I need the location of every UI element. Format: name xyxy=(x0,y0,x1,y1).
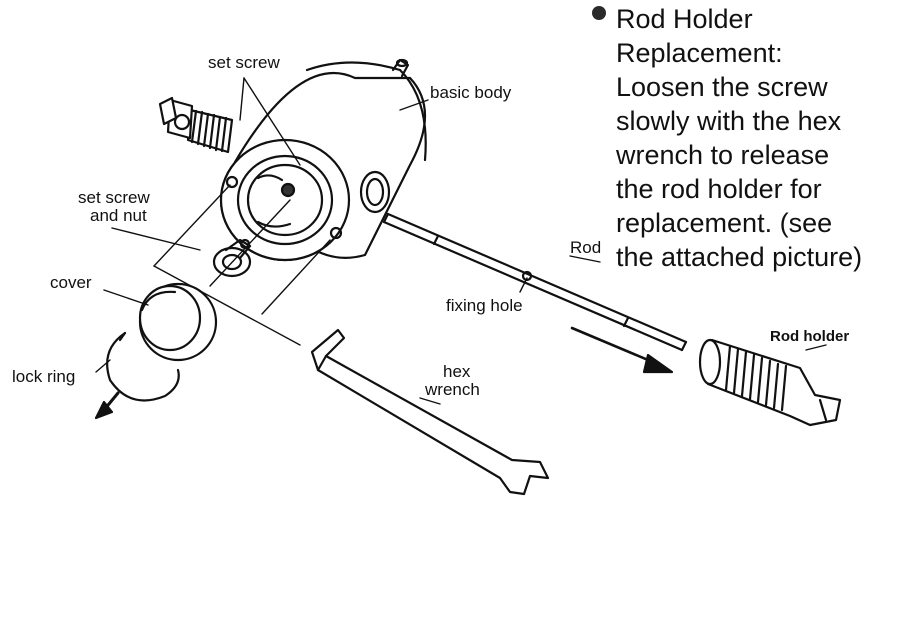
rod-part xyxy=(382,212,688,352)
bullet-icon xyxy=(592,6,606,20)
instruction-line: Replacement: xyxy=(616,38,783,68)
threaded-nozzle-part xyxy=(158,96,234,154)
instruction-line: Loosen the screw xyxy=(616,72,828,102)
instruction-line: the attached picture) xyxy=(616,242,863,272)
set-screw-and-nut-label-line2: and nut xyxy=(90,206,147,225)
cover-part xyxy=(138,282,218,362)
set-screw-and-nut-label-line1: set screw xyxy=(78,188,150,207)
basic-body-part xyxy=(219,58,427,262)
rod-holder-part xyxy=(698,338,842,427)
hex-wrench-label-line1: hex xyxy=(443,362,471,381)
instruction-line: slowly with the hex xyxy=(616,106,842,136)
instruction-line: wrench to release xyxy=(616,140,830,170)
instruction-line: replacement. (see xyxy=(616,208,833,238)
hex-wrench-label-line2: wrench xyxy=(425,380,480,399)
instruction-line: Rod Holder xyxy=(616,4,753,34)
set-screw-label: set screw xyxy=(208,53,280,72)
rod-holder-label: Rod holder xyxy=(770,328,850,345)
rod-label: Rod xyxy=(570,238,602,257)
fixing-hole-label: fixing hole xyxy=(446,296,523,315)
leader-lines xyxy=(95,77,827,405)
lock-ring-label: lock ring xyxy=(12,367,76,386)
cover-label: cover xyxy=(50,273,92,292)
hex-wrench-part xyxy=(310,328,550,496)
instruction-line: the rod holder for xyxy=(616,174,822,204)
basic-body-label: basic body xyxy=(430,83,512,102)
lock-ring-part xyxy=(106,331,180,402)
